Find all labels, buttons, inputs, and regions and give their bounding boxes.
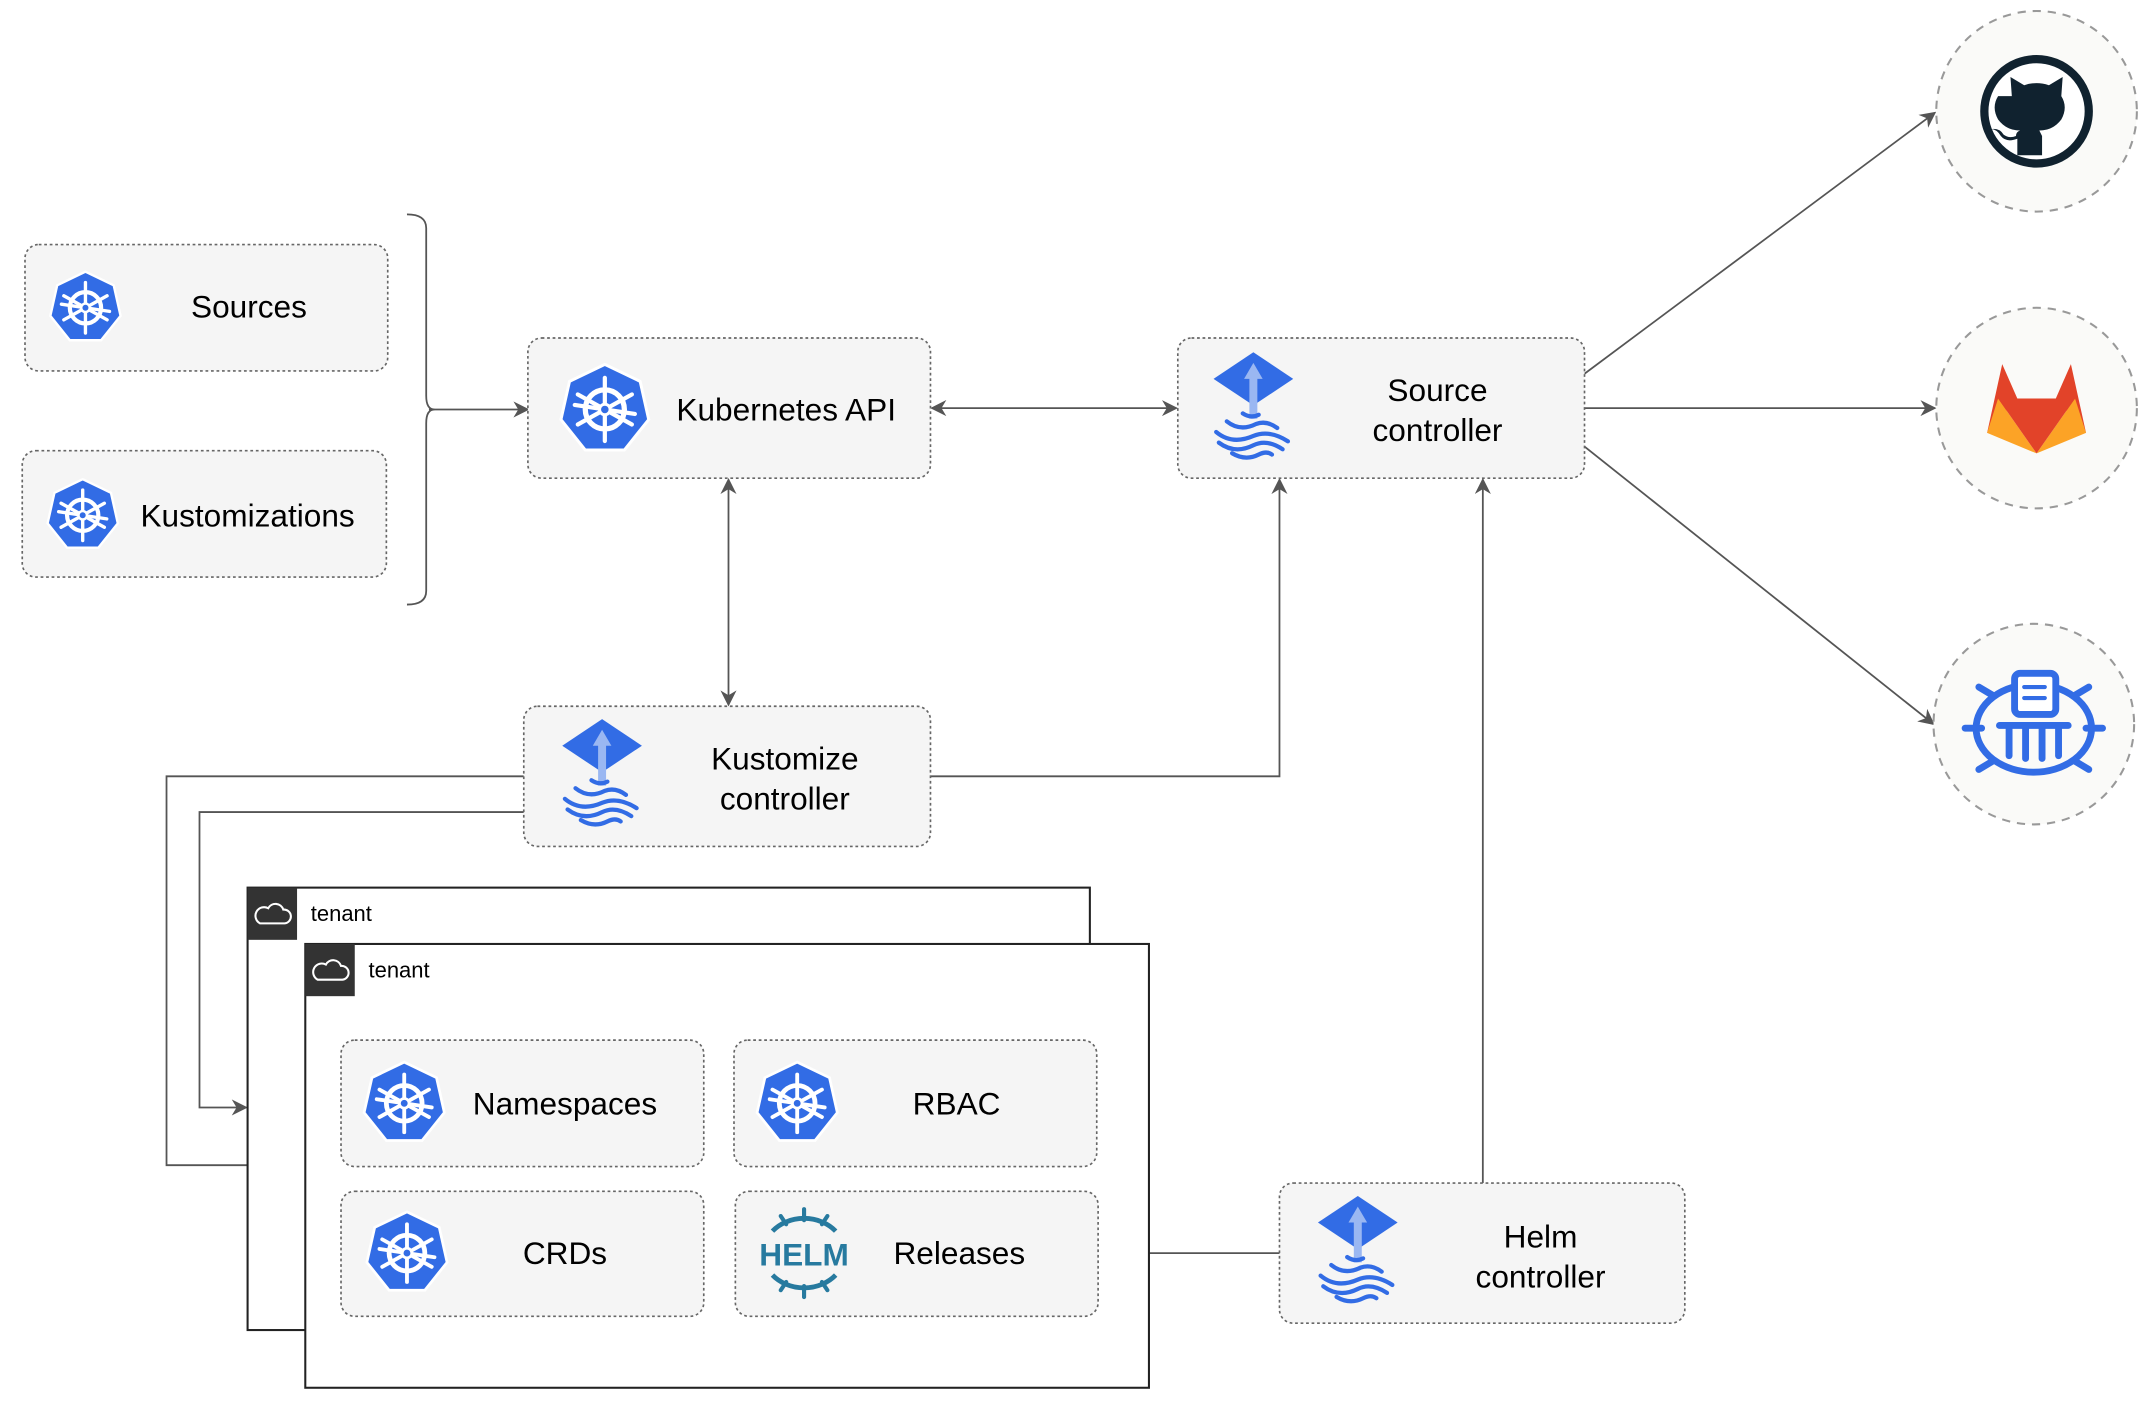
source-controller-node[interactable]: Source controller — [1176, 337, 1586, 479]
helm-controller-node[interactable]: Helm controller — [1278, 1182, 1686, 1325]
helm-icon: HELM — [759, 1207, 849, 1300]
source-controller-label-line2: controller — [1373, 412, 1503, 448]
kustomizations-node[interactable]: Kustomizations — [21, 449, 388, 578]
helm-controller-label-line2: controller — [1476, 1258, 1606, 1294]
crds-node[interactable]: CRDs — [340, 1190, 705, 1318]
gitlab-source[interactable] — [1935, 306, 2138, 510]
releases-node[interactable]: HELM Releases — [734, 1190, 1099, 1318]
cloud-icon — [312, 959, 350, 981]
namespaces-label: Namespaces — [473, 1085, 657, 1121]
helm-controller-label-line1: Helm — [1504, 1219, 1578, 1255]
helm-logo-text: HELM — [759, 1236, 849, 1272]
edge-kustomize-to-tenant-front — [165, 775, 524, 1174]
releases-label: Releases — [893, 1235, 1025, 1271]
kustomize-controller-label-line2: controller — [720, 780, 850, 816]
github-icon — [1980, 54, 2093, 168]
rbac-node[interactable]: RBAC — [733, 1039, 1098, 1168]
kustomize-controller-label-line1: Kustomize — [711, 740, 858, 776]
edge-source-to-helm-repo — [1583, 445, 1935, 726]
source-controller-label-line1: Source — [1387, 372, 1487, 408]
helm-repository-icon — [1961, 669, 2106, 776]
helm-repository-source[interactable] — [1932, 622, 2136, 826]
kubernetes-api-node[interactable]: Kubernetes API — [527, 337, 932, 479]
tenant-label: tenant — [369, 958, 430, 983]
kustomizations-label: Kustomizations — [140, 497, 354, 533]
gitlab-icon — [1987, 364, 2087, 454]
kustomize-controller-node[interactable]: Kustomize controller — [522, 705, 932, 848]
edge-kustomize-to-tenant-back — [198, 811, 524, 1116]
rbac-label: RBAC — [913, 1085, 1001, 1121]
kubernetes-api-label: Kubernetes API — [676, 391, 896, 427]
tenant-label: tenant — [311, 901, 372, 926]
cloud-icon — [254, 902, 292, 925]
sources-node[interactable]: Sources — [24, 243, 389, 372]
crds-label: CRDs — [523, 1235, 607, 1271]
edge-source-to-github — [1583, 111, 1937, 375]
namespaces-node[interactable]: Namespaces — [340, 1039, 705, 1168]
sources-label: Sources — [191, 288, 307, 324]
edge-kustomize-to-source — [930, 477, 1288, 778]
tenant-front[interactable]: tenant Namespaces RBAC CRDs HELM — [304, 942, 1150, 1389]
github-source[interactable] — [1935, 9, 2138, 213]
